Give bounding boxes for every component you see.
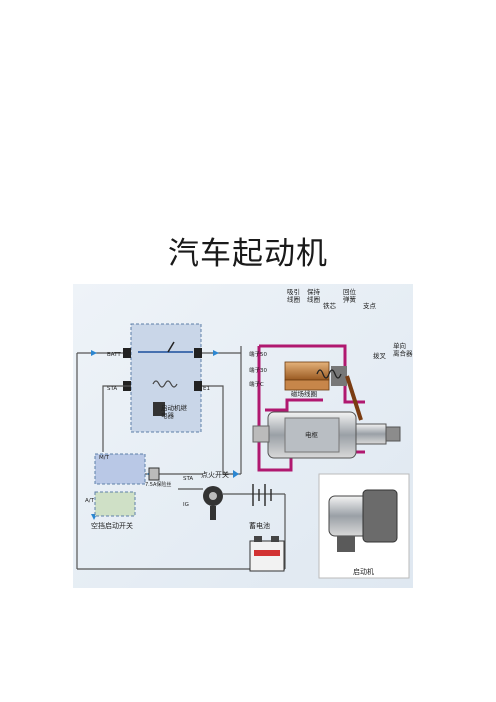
label-return-spring: 回位弹簧	[343, 287, 357, 303]
label-neutral-switch: 空挡启动开关	[91, 521, 133, 530]
starter-motor	[252, 411, 401, 459]
fork	[345, 375, 363, 421]
label-mt: M/T	[99, 455, 110, 461]
label-field-coil: 磁场线圈	[291, 389, 317, 398]
pull-coil	[284, 361, 330, 381]
battery-symbol	[252, 484, 272, 506]
label-sta: STA	[107, 386, 117, 392]
label-armature: 电枢	[305, 430, 319, 439]
label-battery: 蓄电池	[249, 521, 270, 530]
label-fork: 拨叉	[373, 351, 387, 360]
label-one-way-clutch: 单向离合器	[393, 341, 413, 357]
label-pull-coil: 吸引线圈	[287, 287, 300, 303]
label-pivot: 支点	[363, 301, 377, 310]
label-terminal-50: 端子50	[249, 350, 267, 358]
wiring	[76, 346, 286, 570]
label-starter: 启动机	[353, 567, 374, 576]
neutral-switch-box-2	[94, 491, 136, 517]
return-spring	[316, 369, 342, 379]
label-terminal-30: 端子30	[249, 366, 267, 374]
fuse	[148, 467, 160, 481]
relay-block	[123, 323, 202, 433]
label-ignition-switch: 点火开关	[201, 470, 229, 479]
battery-illustration	[249, 536, 285, 572]
core	[331, 366, 347, 386]
label-hold-coil: 保持线圈	[307, 287, 321, 303]
starter-photo	[318, 473, 410, 579]
label-at: A/T	[85, 498, 95, 504]
page-title: 汽车起动机	[168, 236, 328, 272]
label-relay: 启动机继电器	[161, 403, 188, 419]
label-ig: IG	[183, 502, 189, 508]
neutral-switch-box	[94, 453, 146, 485]
label-fuse: 7.5A保险丝	[145, 481, 171, 488]
label-terminal-c: 端子C	[249, 380, 264, 388]
label-batt: BATT	[107, 352, 121, 358]
label-core: 铁芯	[323, 301, 337, 310]
ignition-key-icon	[203, 486, 223, 520]
label-e1: E1	[203, 386, 210, 392]
label-sta2: STA	[183, 476, 193, 482]
hold-coil	[284, 379, 330, 391]
starter-circuit-diagram: 吸引线圈 保持线圈 铁芯 回位弹簧 支点 拨叉 单向离合器 端子50 端子30 …	[73, 284, 413, 588]
